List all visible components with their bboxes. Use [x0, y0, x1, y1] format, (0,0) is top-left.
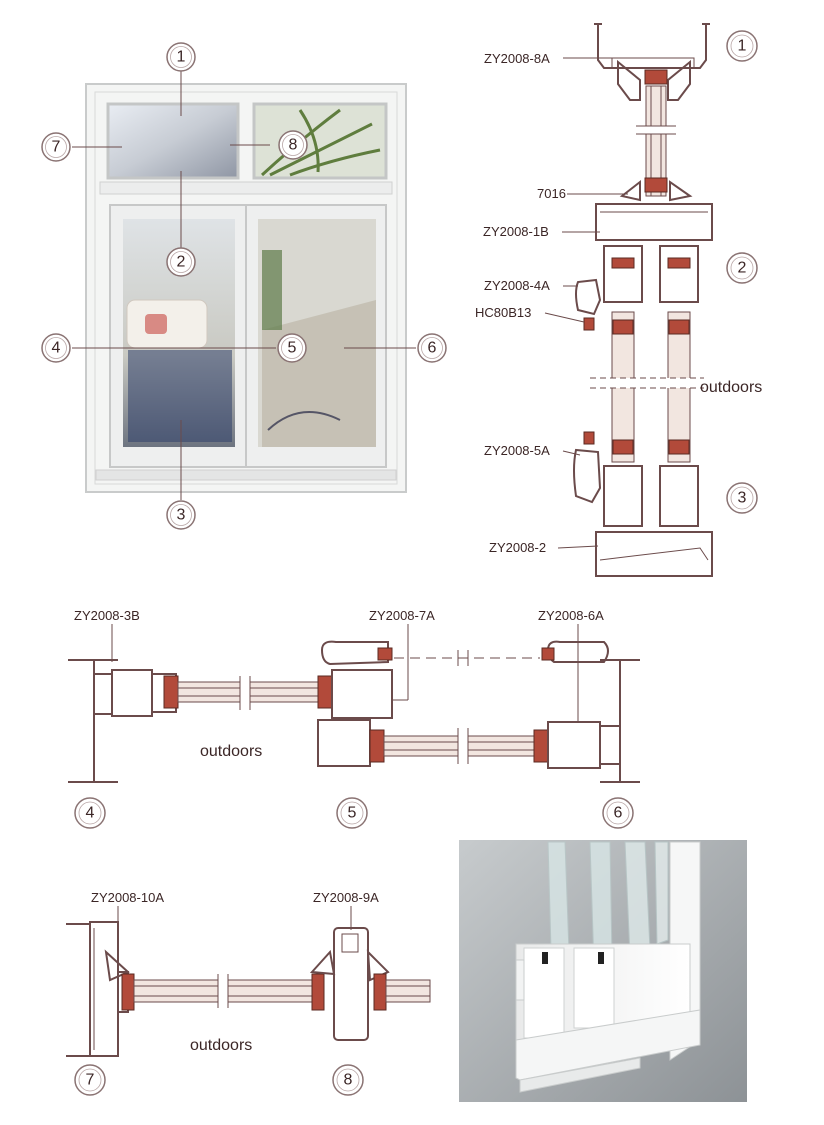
- horizontal-fixed-labels: ZY2008-10A ZY2008-9A outdoors: [91, 890, 379, 1054]
- label-zy2008-4a: ZY2008-4A: [484, 278, 550, 293]
- label-zy2008-5a: ZY2008-5A: [484, 443, 550, 458]
- profile-3d-photo: [459, 840, 747, 1102]
- svg-text:8: 8: [344, 1072, 353, 1089]
- outdoors-fixed: outdoors: [190, 1037, 252, 1054]
- callout-hf-8: 8: [332, 1064, 364, 1096]
- callout-vs-1: 1: [726, 30, 758, 62]
- elevation-leaders: [72, 70, 416, 500]
- horizontal-sliding-labels: ZY2008-3B ZY2008-7A ZY2008-6A outdoors: [74, 608, 604, 760]
- svg-text:7: 7: [52, 139, 61, 156]
- svg-text:4: 4: [86, 805, 95, 822]
- label-zy2008-2: ZY2008-2: [489, 540, 546, 555]
- callout-hs-4: 4: [74, 797, 106, 829]
- horizontal-fixed-callouts: 7 8: [74, 1064, 364, 1096]
- svg-text:5: 5: [288, 340, 297, 357]
- label-zy2008-9a: ZY2008-9A: [313, 890, 379, 905]
- vertical-section-labels: ZY2008-8A 7016 ZY2008-1B ZY2008-4A HC80B…: [475, 51, 762, 555]
- label-7016: 7016: [537, 186, 566, 201]
- svg-text:6: 6: [428, 340, 437, 357]
- transom-pane-right: [252, 102, 388, 180]
- svg-text:2: 2: [738, 260, 747, 277]
- callout-hs-5: 5: [336, 797, 368, 829]
- label-hc80b13: HC80B13: [475, 305, 531, 320]
- callout-3: 3: [166, 500, 196, 530]
- horizontal-sliding-callouts: 4 5 6: [74, 797, 634, 829]
- label-zy2008-6a: ZY2008-6A: [538, 608, 604, 623]
- label-zy2008-10a: ZY2008-10A: [91, 890, 164, 905]
- svg-text:1: 1: [738, 38, 747, 55]
- callout-7: 7: [41, 132, 71, 162]
- callout-hs-6: 6: [602, 797, 634, 829]
- svg-text:4: 4: [52, 340, 61, 357]
- horizontal-section-sliding: [68, 640, 640, 783]
- vertical-section-callouts: 1 2 3: [726, 30, 758, 514]
- label-zy2008-8a: ZY2008-8A: [484, 51, 550, 66]
- svg-text:2: 2: [177, 254, 186, 271]
- transom-pane-left: [106, 102, 240, 180]
- callout-1: 1: [166, 42, 196, 72]
- elevation-callouts: 1 7 8 2 4 5 6 3: [41, 42, 447, 530]
- outdoors-sliding: outdoors: [200, 743, 262, 760]
- callout-vs-3: 3: [726, 482, 758, 514]
- callout-5: 5: [277, 333, 307, 363]
- svg-text:1: 1: [177, 49, 186, 66]
- callout-vs-2: 2: [726, 252, 758, 284]
- horizontal-section-fixed: [66, 921, 431, 1057]
- svg-text:3: 3: [177, 507, 186, 524]
- label-zy2008-3b: ZY2008-3B: [74, 608, 140, 623]
- svg-text:3: 3: [738, 490, 747, 507]
- label-zy2008-7a: ZY2008-7A: [369, 608, 435, 623]
- svg-text:8: 8: [289, 137, 298, 154]
- callout-2: 2: [166, 247, 196, 277]
- svg-text:7: 7: [86, 1072, 95, 1089]
- svg-text:5: 5: [348, 805, 357, 822]
- vertical-section: [573, 23, 713, 577]
- label-zy2008-1b: ZY2008-1B: [483, 224, 549, 239]
- callout-8: 8: [278, 130, 308, 160]
- callout-hf-7: 7: [74, 1064, 106, 1096]
- callout-6: 6: [417, 333, 447, 363]
- window-elevation: [85, 83, 407, 493]
- callout-4: 4: [41, 333, 71, 363]
- svg-text:6: 6: [614, 805, 623, 822]
- outdoors-vertical: outdoors: [700, 379, 762, 396]
